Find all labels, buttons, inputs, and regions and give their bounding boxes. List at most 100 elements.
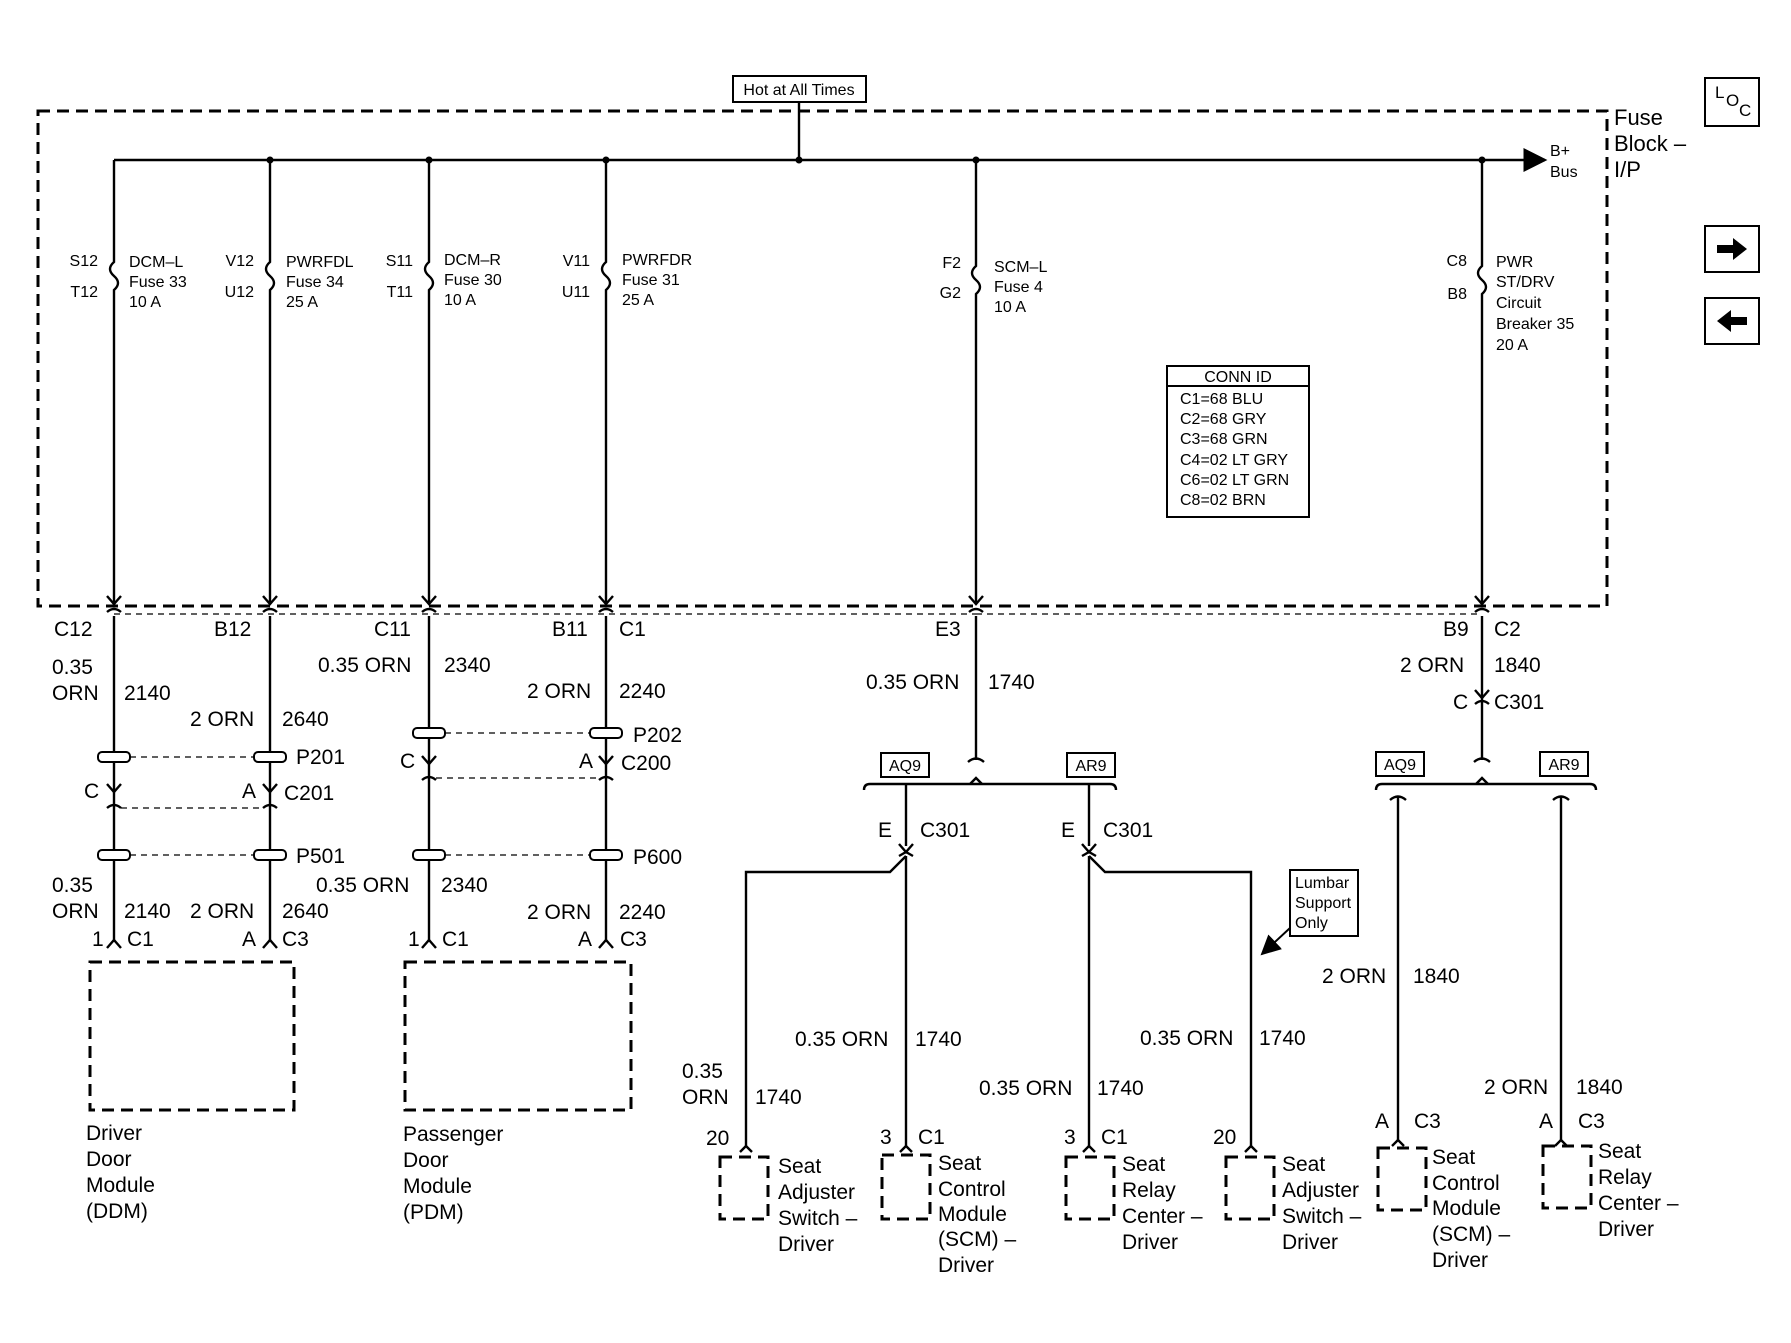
seat-adjuster-switch-1: 20 Seat Adjuster Switch – Driver <box>706 1127 858 1256</box>
svg-text:Module: Module <box>86 1174 155 1197</box>
svg-text:C301: C301 <box>1103 819 1153 842</box>
option-aq9-badge-2 <box>1375 751 1425 777</box>
svg-text:0.35: 0.35 <box>52 656 93 679</box>
svg-text:T12: T12 <box>70 284 98 301</box>
svg-text:A: A <box>242 928 256 951</box>
svg-text:SCM–L: SCM–L <box>994 259 1047 276</box>
previous-page-button[interactable] <box>1704 297 1760 345</box>
svg-text:1740: 1740 <box>1259 1027 1306 1050</box>
seat-circuit-1840: 2 ORN 1840 C C301 AQ9 AR9 2 ORN 1840 2 O… <box>1322 616 1623 1147</box>
svg-text:S12: S12 <box>70 253 99 270</box>
fuse-block-output-pins: C12 B12 C11 B11 C1 E3 B9 C2 <box>54 618 1521 641</box>
svg-text:Adjuster: Adjuster <box>778 1181 855 1204</box>
svg-text:Module: Module <box>938 1203 1007 1226</box>
pdm-circuit: 0.35 ORN 2340 2 ORN 2240 P202 C A C200 P… <box>316 616 682 951</box>
svg-text:2 ORN: 2 ORN <box>1400 654 1464 677</box>
svg-text:Bus: Bus <box>1550 164 1578 181</box>
c201-connector: C A C201 <box>84 780 334 809</box>
svg-text:0.35 ORN: 0.35 ORN <box>1140 1027 1233 1050</box>
svg-text:3: 3 <box>1064 1126 1076 1149</box>
svg-text:C301: C301 <box>1494 691 1544 714</box>
svg-text:Seat: Seat <box>1432 1146 1475 1169</box>
seat-adjuster-switch-2: 20 Seat Adjuster Switch – Driver <box>1213 1126 1362 1254</box>
b-plus-bus-label: B+ Bus <box>1550 143 1578 181</box>
svg-text:P600: P600 <box>633 846 682 869</box>
fuse-scm-l: F2 G2 SCM–L Fuse 4 10 A <box>940 160 1047 602</box>
svg-text:Module: Module <box>1432 1197 1501 1220</box>
svg-text:P202: P202 <box>633 724 682 747</box>
svg-text:2 ORN: 2 ORN <box>1484 1076 1548 1099</box>
svg-text:PWRFDL: PWRFDL <box>286 254 354 271</box>
svg-text:Driver: Driver <box>938 1254 994 1277</box>
svg-text:10 A: 10 A <box>129 294 161 311</box>
svg-text:AQ9: AQ9 <box>889 758 921 775</box>
svg-text:Control: Control <box>1432 1172 1500 1195</box>
svg-text:Adjuster: Adjuster <box>1282 1179 1359 1202</box>
svg-text:C1=68 BLU: C1=68 BLU <box>1180 391 1263 408</box>
svg-text:Only: Only <box>1295 915 1328 932</box>
option-aq9-badge <box>880 752 930 778</box>
svg-text:Passenger: Passenger <box>403 1123 503 1146</box>
svg-text:B9: B9 <box>1443 618 1469 641</box>
svg-text:1840: 1840 <box>1494 654 1541 677</box>
svg-text:C201: C201 <box>284 782 334 805</box>
svg-text:0.35 ORN: 0.35 ORN <box>866 671 959 694</box>
svg-text:2340: 2340 <box>444 654 491 677</box>
svg-text:Door: Door <box>403 1149 449 1172</box>
circuit-breaker-35: C8 B8 PWR ST/DRV Circuit Breaker 35 20 A <box>1447 160 1574 602</box>
svg-text:PWR: PWR <box>1496 254 1533 271</box>
svg-text:A: A <box>1375 1110 1389 1133</box>
svg-text:P201: P201 <box>296 746 345 769</box>
svg-text:F2: F2 <box>942 255 961 272</box>
svg-text:P501: P501 <box>296 845 345 868</box>
svg-text:1740: 1740 <box>755 1086 802 1109</box>
right-arrow-icon <box>1717 238 1747 260</box>
passenger-door-module: Passenger Door Module (PDM) <box>403 960 633 1224</box>
svg-text:Seat: Seat <box>1598 1140 1641 1163</box>
svg-text:AR9: AR9 <box>1075 758 1106 775</box>
svg-text:C3: C3 <box>1578 1110 1605 1133</box>
svg-text:2240: 2240 <box>619 901 666 924</box>
svg-text:1: 1 <box>92 928 104 951</box>
svg-text:(DDM): (DDM) <box>86 1200 148 1223</box>
svg-text:ST/DRV: ST/DRV <box>1496 274 1555 291</box>
svg-text:C: C <box>1453 691 1468 714</box>
svg-text:V11: V11 <box>563 253 590 270</box>
svg-text:C3: C3 <box>1414 1110 1441 1133</box>
seat-control-module-2: A C3 Seat Control Module (SCM) – Driver <box>1375 1110 1510 1272</box>
svg-text:E: E <box>878 819 892 842</box>
svg-text:Seat: Seat <box>778 1155 821 1178</box>
svg-text:20: 20 <box>1213 1126 1236 1149</box>
loc-letter-c: C <box>1739 101 1752 120</box>
svg-text:C11: C11 <box>374 618 411 641</box>
location-view-button[interactable]: L O C <box>1704 77 1760 127</box>
svg-text:C1: C1 <box>127 928 154 951</box>
p501-connector: P501 <box>97 845 345 868</box>
svg-text:0.35 ORN: 0.35 ORN <box>316 874 409 897</box>
svg-text:1840: 1840 <box>1413 965 1460 988</box>
svg-text:Fuse 30: Fuse 30 <box>444 272 502 289</box>
svg-text:(PDM): (PDM) <box>403 1201 464 1224</box>
fuse-dcm-l: S12 T12 DCM–L Fuse 33 10 A <box>70 160 187 602</box>
svg-text:C3: C3 <box>282 928 309 951</box>
next-page-button[interactable] <box>1704 225 1760 273</box>
svg-text:Driver: Driver <box>1598 1218 1654 1241</box>
svg-text:C200: C200 <box>621 752 671 775</box>
svg-text:C4=02 LT GRY: C4=02 LT GRY <box>1180 452 1288 469</box>
svg-text:C3: C3 <box>620 928 647 951</box>
seat-relay-center-1: 3 C1 Seat Relay Center – Driver <box>1064 1126 1203 1254</box>
svg-text:10 A: 10 A <box>994 299 1026 316</box>
svg-text:2 ORN: 2 ORN <box>527 901 591 924</box>
svg-text:1740: 1740 <box>915 1028 962 1051</box>
svg-text:2640: 2640 <box>282 708 329 731</box>
conn-id-table: CONN ID C1=68 BLU C2=68 GRY C3=68 GRN C4… <box>1166 365 1310 518</box>
seat-circuit-1740: 0.35 ORN 1740 AQ9 AR9 E C301 E C301 0.35… <box>682 616 1306 1153</box>
svg-text:(SCM) –: (SCM) – <box>938 1228 1016 1251</box>
fuse-pwrfdr: V11 U11 PWRFDR Fuse 31 25 A <box>562 160 692 602</box>
driver-door-module: Driver Door Module (DDM) <box>86 960 296 1223</box>
svg-text:C1: C1 <box>442 928 469 951</box>
hot-at-all-times-label: Hot at All Times <box>732 75 867 103</box>
svg-text:0.35 ORN: 0.35 ORN <box>795 1028 888 1051</box>
svg-text:S11: S11 <box>386 253 413 270</box>
